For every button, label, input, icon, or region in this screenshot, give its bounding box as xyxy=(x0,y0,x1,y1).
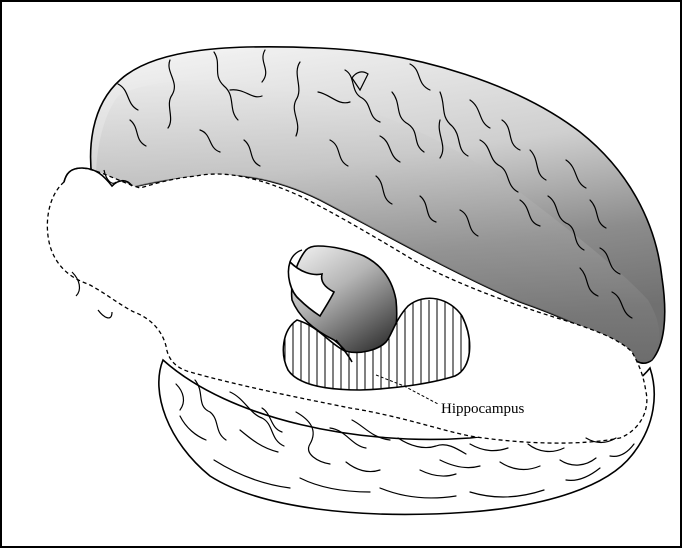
hippocampus-label: Hippocampus xyxy=(441,401,524,417)
